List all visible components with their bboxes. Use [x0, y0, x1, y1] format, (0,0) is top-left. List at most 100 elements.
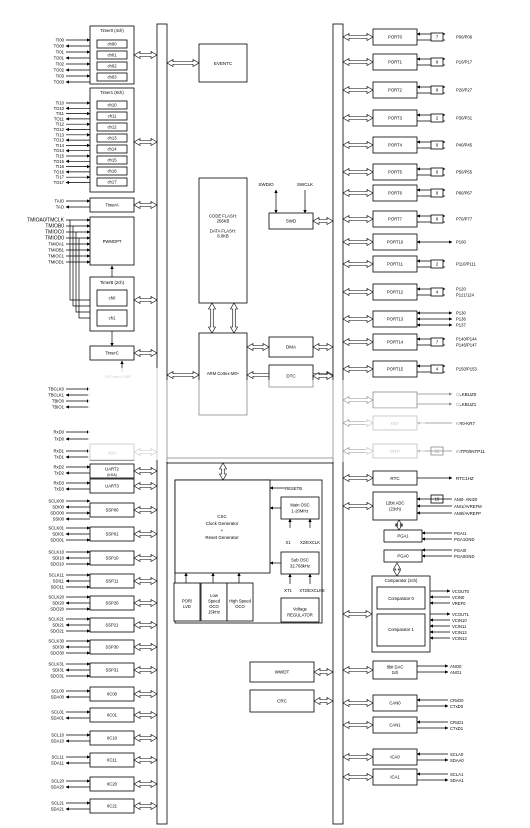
- dac-label: 2ch: [392, 670, 399, 675]
- vreg-label: Voltage: [293, 606, 308, 611]
- bus-arrow: [342, 752, 374, 762]
- kr-pin: KR0-KR7: [456, 421, 476, 426]
- serial-pin: SDA20: [51, 785, 65, 790]
- can1-label: CAN1: [389, 723, 401, 728]
- timerb-pin: TMIOB1: [48, 248, 64, 253]
- comparator1-block: [376, 613, 426, 647]
- port-count: 8: [436, 191, 439, 196]
- bus-arrow: [133, 481, 158, 491]
- timer1-channel: [96, 177, 128, 187]
- timer0-pin: TO03: [54, 80, 65, 85]
- timerb-pin: TMIOC0: [45, 230, 64, 236]
- bus-arrow: [133, 50, 158, 60]
- port-label: PORT6: [388, 191, 403, 196]
- port-block: [372, 255, 418, 273]
- bus-arrow: [313, 696, 334, 706]
- timerb-pin: TMIOB0: [45, 224, 64, 230]
- timer0-channel-label: ch01: [107, 53, 117, 58]
- reset-label: RESETB: [285, 486, 302, 491]
- timerb-pin: TMIOA0/TMCLK: [27, 218, 65, 224]
- port-label: PORT4: [388, 143, 403, 148]
- serial-pin: SCLK31: [48, 662, 64, 667]
- csc-label: CSC: [217, 514, 227, 519]
- swdio-label: SWDIO: [258, 182, 274, 187]
- uart2-sub: (IrDA): [107, 473, 117, 477]
- bus-arrow: [342, 698, 374, 708]
- timera-pin: TAO: [56, 205, 65, 210]
- timera-label: TimerA: [105, 203, 119, 208]
- csc-label: Reset Generator: [205, 535, 239, 540]
- serial-block-label: SSP20: [105, 601, 119, 606]
- port-label: PORT10: [387, 240, 404, 245]
- port-count-box: [430, 57, 444, 67]
- port-count: 8: [436, 217, 439, 222]
- bus-arrow: [312, 216, 334, 226]
- port-pin: P100: [456, 240, 466, 245]
- serial-pin: SDI00: [52, 505, 64, 510]
- timer1-pin: TO13: [54, 138, 65, 143]
- port-label: PORT2: [388, 88, 403, 93]
- port-pin: P10/P17: [456, 60, 473, 65]
- flash-label: DATA FLASH:: [210, 228, 236, 233]
- timer1-pin: TI12: [56, 122, 65, 127]
- ica1-label: ICA1: [390, 775, 400, 780]
- timerc-pin: TBIO0: [52, 399, 65, 404]
- timerb-title: TimerB (2ch): [100, 280, 125, 285]
- timer0-channel: [96, 72, 128, 82]
- port-pin: P20/P27: [456, 88, 473, 93]
- timerc-pin: TBCLK0: [48, 387, 64, 392]
- port-block: [372, 53, 418, 71]
- bus-arrow: [133, 642, 158, 652]
- bus-arrow: [342, 167, 374, 177]
- port-label: PORT14: [387, 340, 404, 345]
- clock-source-block: [226, 582, 254, 622]
- serial-block-label: SSP11: [106, 579, 119, 584]
- timer1-pin: TO10: [54, 106, 65, 111]
- swd-label: SWD: [286, 219, 297, 224]
- timer1-pin: TO14: [54, 148, 65, 153]
- timerb-route: [72, 226, 97, 307]
- port-count-box: [430, 32, 444, 42]
- bus-arrow: [246, 342, 270, 352]
- bus-arrow: [342, 720, 374, 730]
- bus-arrow: [166, 370, 200, 380]
- port-count: 2: [436, 262, 439, 267]
- bus-arrow: [133, 137, 158, 147]
- serial-block-label: IIC00: [107, 692, 118, 697]
- serial-block-label: SSP10: [105, 556, 119, 561]
- serial-pin: SDO20: [50, 607, 64, 612]
- serial-pin: SCLK20: [48, 595, 64, 600]
- port-count: 4: [436, 290, 439, 295]
- bus-arrow: [392, 562, 402, 577]
- port-label: PORT13: [387, 317, 404, 322]
- serial-block-label: IIC10: [107, 736, 118, 741]
- bus-arrow: [342, 609, 373, 619]
- serial-pin: SCL00: [51, 689, 64, 694]
- timer1-channel: [96, 133, 128, 143]
- timer1-channel: [96, 111, 128, 121]
- pga1-block: [383, 529, 423, 543]
- csc-label: Clock Generator: [206, 521, 239, 526]
- port-pin: P110/P111: [456, 262, 476, 267]
- port-pin: P136: [456, 317, 466, 322]
- clkbuz-pin: CLKBUZ1: [456, 402, 477, 407]
- serial-pin: SCLK01: [48, 526, 64, 531]
- serial-pin: SDO01: [50, 538, 64, 543]
- bus-arrow: [166, 58, 200, 68]
- serial-pin: SCLK00: [48, 499, 64, 504]
- comparator0-pin: VREF0: [452, 601, 466, 606]
- dac-block: [372, 660, 418, 680]
- comparator-title: Comparator (2ch): [385, 578, 418, 583]
- bus-arrow: [133, 576, 158, 586]
- bus-arrow: [342, 259, 374, 269]
- serial-pin: SCLK11: [49, 573, 65, 578]
- timer1-pin: TI10: [56, 101, 65, 106]
- timer1-channel-label: ch17: [107, 180, 117, 185]
- serial-pin: SDO30: [50, 651, 64, 656]
- serial-pin: SCL20: [51, 779, 64, 784]
- port-count: 2: [436, 116, 439, 121]
- bus-arrow: [207, 302, 217, 334]
- timer1-channel: [96, 155, 128, 165]
- comparator0-pin: VCIN0: [452, 595, 465, 600]
- bus-arrow: [342, 665, 374, 675]
